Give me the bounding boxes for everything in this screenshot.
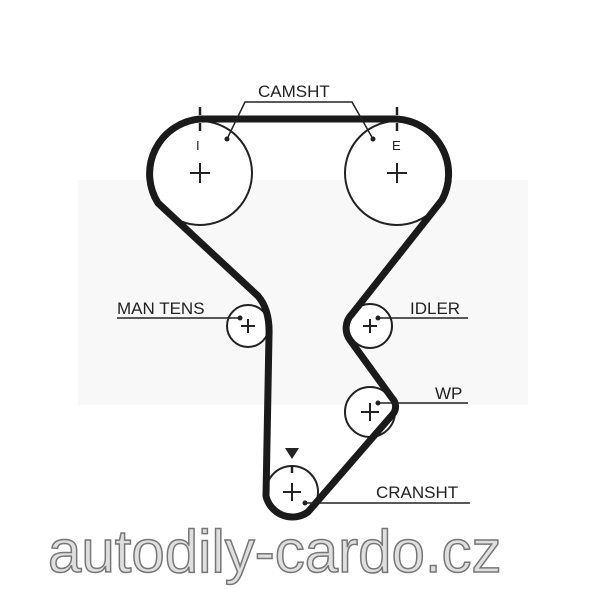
center-cross-icon xyxy=(361,403,379,421)
intake-mark-label: I xyxy=(196,138,200,153)
man-tens-label: MAN TENS xyxy=(117,299,205,318)
exhaust-mark-label: E xyxy=(392,138,401,153)
timing-belt xyxy=(146,115,453,521)
idler-label: IDLER xyxy=(410,299,460,318)
center-cross-icon xyxy=(241,319,255,333)
watermark-background xyxy=(78,180,528,405)
wp-label: WP xyxy=(435,384,462,403)
center-cross-icon xyxy=(283,483,301,501)
crank-arrow-icon xyxy=(285,448,299,459)
center-cross-icon xyxy=(387,163,407,183)
watermark: autodily-cardo.cz xyxy=(48,518,502,585)
center-cross-icon xyxy=(190,163,210,183)
cranshaft-label: CRANSHT xyxy=(376,483,458,502)
camshaft-label: CAMSHT xyxy=(258,82,330,101)
center-cross-icon xyxy=(363,319,377,333)
camshaft-leader xyxy=(226,101,374,140)
